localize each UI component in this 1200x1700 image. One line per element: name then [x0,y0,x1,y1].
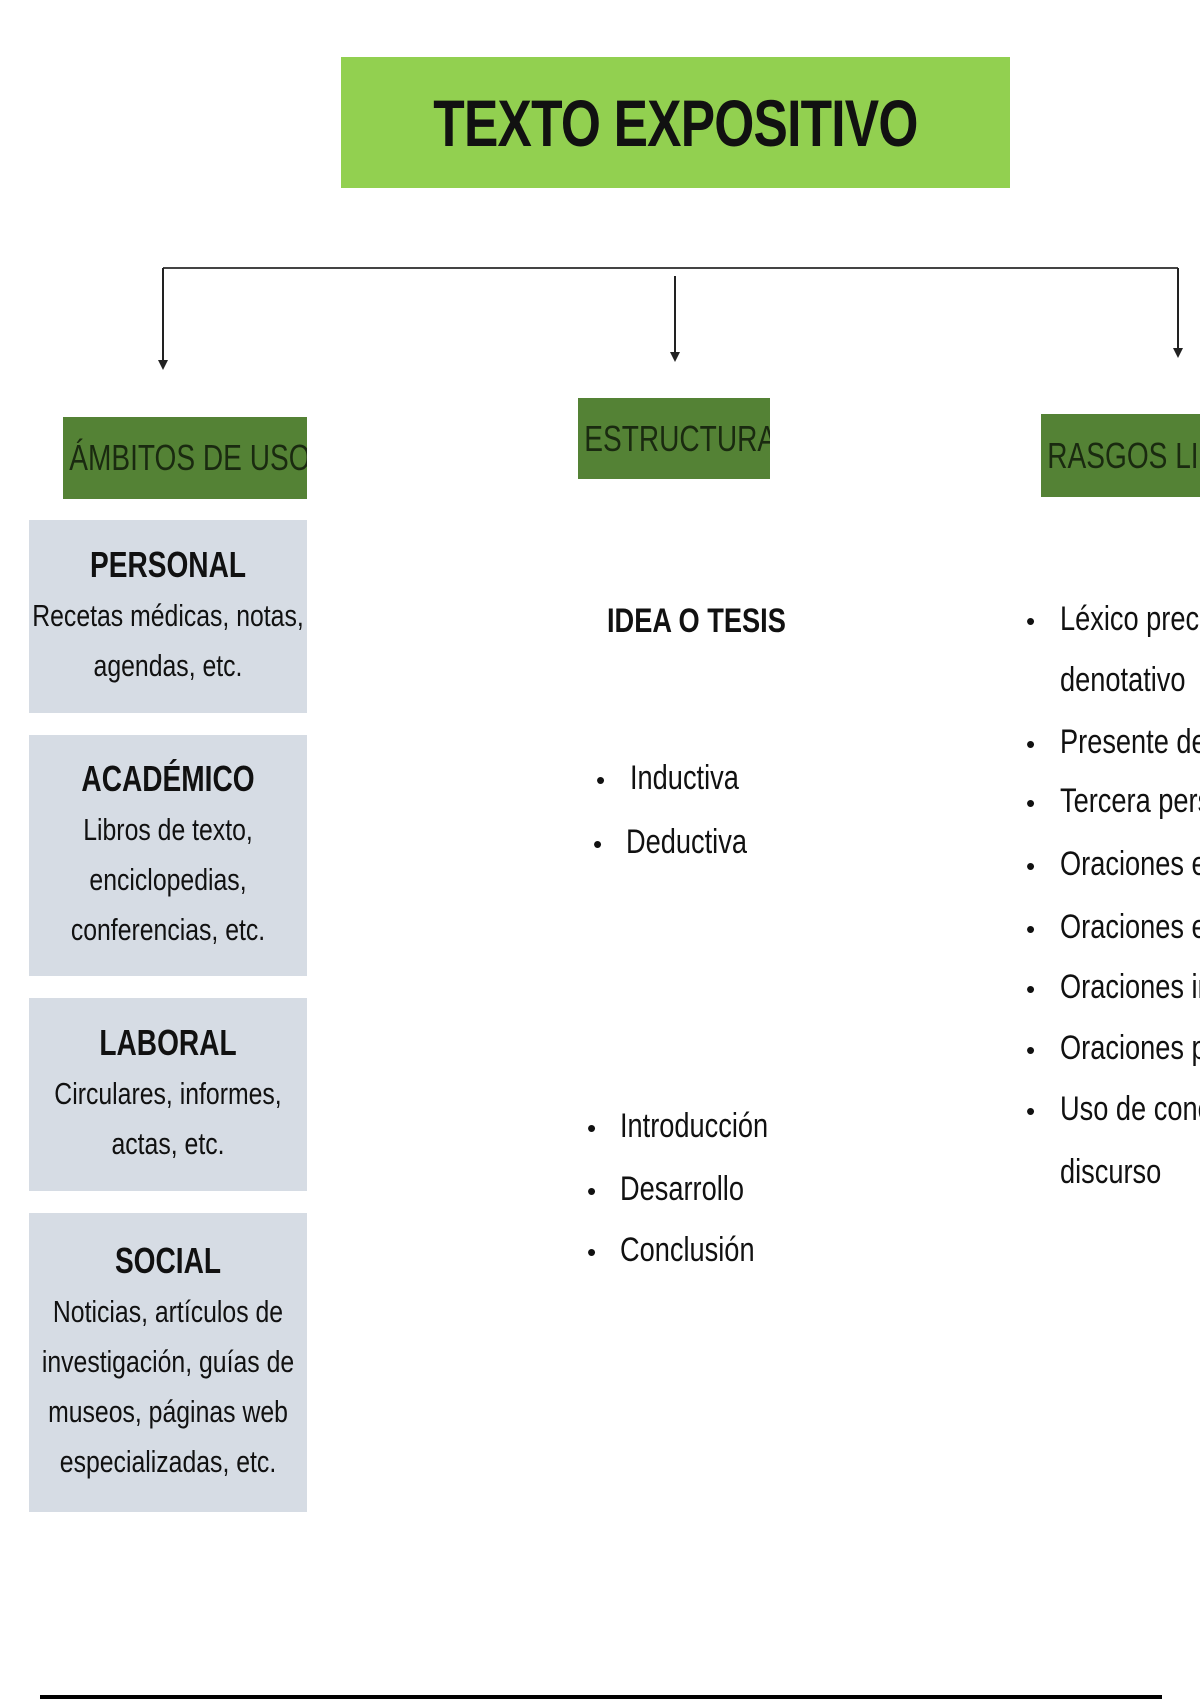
estructura-header: ESTRUCTURA [578,398,770,479]
bullet-icon: • [1026,606,1036,636]
bullet-icon: • [587,1113,597,1143]
bullet-icon: • [1026,729,1036,759]
rasgo-item: Léxico preciso [1060,600,1200,638]
rasgo-item: discurso [1060,1153,1162,1191]
ambitos-label: ÁMBITOS DE USO [69,437,307,478]
rasgo-item: Uso de conec [1060,1090,1200,1128]
rasgo-item: Oraciones pas [1060,1029,1200,1067]
rasgo-item: Oraciones enu [1060,845,1200,883]
ambitos-cards: PERSONAL Recetas médicas, notas, agendas,… [29,520,307,1512]
rasgo-item: Oraciones exp [1060,908,1200,946]
main-title-box: TEXTO EXPOSITIVO [341,57,1010,188]
bullet-icon: • [596,765,606,795]
card-title: SOCIAL [114,1239,222,1281]
part-item: Conclusión [620,1231,755,1269]
ambitos-header: ÁMBITOS DE USO [63,417,307,499]
card-title: LABORAL [99,1021,237,1063]
card-title: PERSONAL [89,543,247,585]
arrow-left-icon [158,360,168,370]
bullet-icon: • [587,1237,597,1267]
idea-tesis: IDEA O TESIS [607,602,786,640]
rasgo-item: Presente de in [1060,723,1200,761]
arrow-middle-icon [670,352,680,362]
bullet-icon: • [1026,788,1036,818]
bullet-icon: • [593,829,603,859]
card-body: Circulares, informes, actas, etc. [54,1075,282,1161]
bullet-icon: • [1026,851,1036,881]
card-personal: PERSONAL Recetas médicas, notas, agendas,… [29,520,307,713]
rasgo-item: Tercera perso [1060,782,1200,820]
rasgos-label: RASGOS LINGÜ [1047,434,1200,476]
type-item: Deductiva [626,823,747,861]
card-laboral: LABORAL Circulares, informes, actas, etc. [29,998,307,1191]
main-title: TEXTO EXPOSITIVO [433,85,918,160]
card-body: Recetas médicas, notas, agendas, etc. [32,597,304,683]
card-body: Noticias, artículos de investigación, gu… [41,1293,295,1479]
part-item: Desarrollo [620,1170,744,1208]
arrow-right-icon [1173,348,1183,358]
card-title: ACADÉMICO [81,757,255,799]
rasgos-header: RASGOS LINGÜ [1041,414,1200,497]
bullet-icon: • [1026,1096,1036,1126]
bullet-icon: • [1026,914,1036,944]
bullet-icon: • [587,1176,597,1206]
card-academico: ACADÉMICO Libros de texto, enciclopedias,… [29,735,307,976]
type-item: Inductiva [630,759,739,797]
part-item: Introducción [620,1107,769,1145]
card-social: SOCIAL Noticias, artículos de investigaci… [29,1213,307,1512]
bullet-icon: • [1026,974,1036,1004]
estructura-label: ESTRUCTURA [584,417,770,459]
bullet-icon: • [1026,1035,1036,1065]
card-body: Libros de texto, enciclopedias, conferen… [70,811,266,947]
rasgo-item: denotativo [1060,661,1186,699]
rasgo-item: Oraciones imp [1060,968,1200,1006]
